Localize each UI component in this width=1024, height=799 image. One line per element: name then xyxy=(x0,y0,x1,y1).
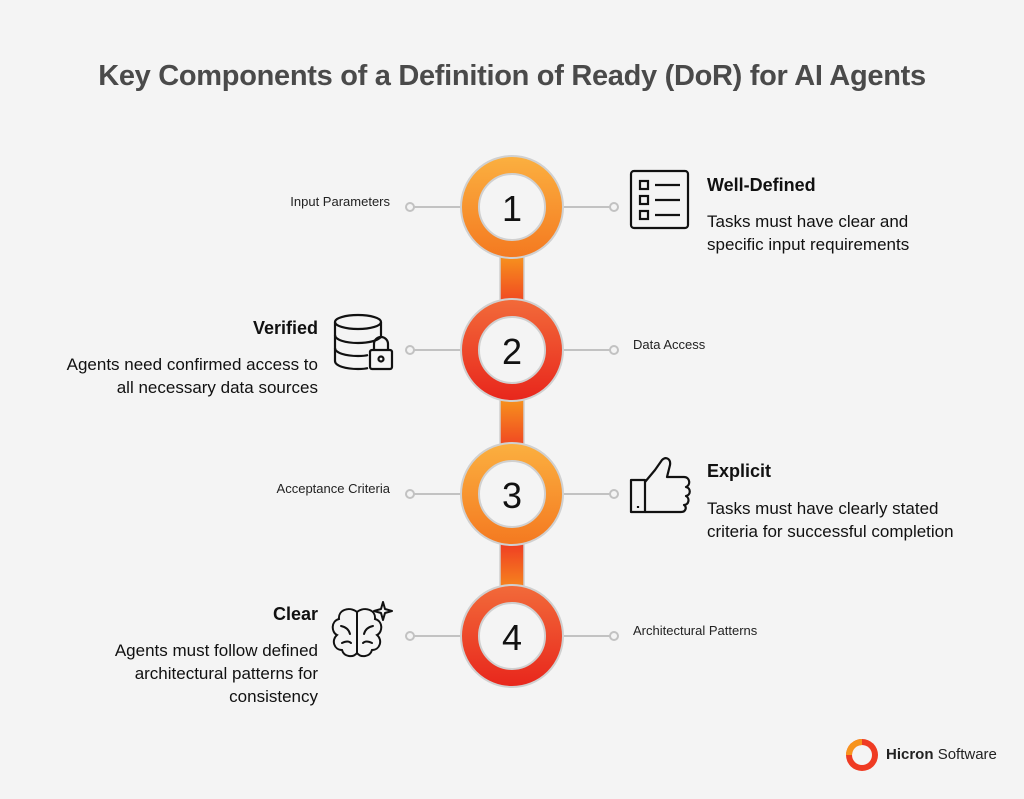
description-line: specific input requirements xyxy=(707,235,910,254)
database-lock-icon xyxy=(333,313,394,371)
hicron-logo-text: Hicron Software xyxy=(886,746,997,763)
description-clear: Agents must follow defined architectural… xyxy=(0,639,318,708)
step-circle-3 xyxy=(460,442,564,546)
description-line: criteria for successful completion xyxy=(707,522,954,541)
description-well-defined: Tasks must have clear and specific input… xyxy=(707,210,1017,256)
description-line: Agents need confirmed access to xyxy=(66,355,318,374)
label-acceptance-criteria: Acceptance Criteria xyxy=(276,481,390,496)
step-circle-4 xyxy=(460,584,564,688)
hicron-logo-icon xyxy=(846,739,878,771)
description-line: Tasks must have clearly stated xyxy=(707,499,939,518)
heading-well-defined: Well-Defined xyxy=(707,175,816,195)
heading-clear: Clear xyxy=(272,604,318,624)
step-number-2: 2 xyxy=(502,331,522,372)
description-line: consistency xyxy=(229,687,318,706)
step-number-4: 4 xyxy=(502,617,522,658)
thumbs-up-icon xyxy=(629,457,691,514)
step-circle-1 xyxy=(460,155,564,259)
step-number-1: 1 xyxy=(502,188,522,229)
logo-suffix: Software xyxy=(937,746,997,763)
description-explicit: Tasks must have clearly stated criteria … xyxy=(707,497,1017,543)
checklist-icon xyxy=(629,169,690,230)
step-number-3: 3 xyxy=(502,475,522,516)
label-architectural-patterns: Architectural Patterns xyxy=(633,623,758,638)
brain-sparkle-icon xyxy=(331,601,393,658)
step-circle-2 xyxy=(460,298,564,402)
description-line: all necessary data sources xyxy=(116,378,318,397)
heading-explicit: Explicit xyxy=(707,461,772,481)
logo-brand: Hicron xyxy=(886,746,934,763)
description-line: Tasks must have clear and xyxy=(707,212,909,231)
description-line: Agents must follow defined xyxy=(114,641,318,660)
label-data-access: Data Access xyxy=(633,337,706,352)
heading-verified: Verified xyxy=(252,318,318,338)
description-line: architectural patterns for xyxy=(134,664,318,683)
description-verified: Agents need confirmed access to all nece… xyxy=(0,353,318,399)
label-input-parameters: Input Parameters xyxy=(290,194,390,209)
page-title: Key Components of a Definition of Ready … xyxy=(98,60,926,92)
